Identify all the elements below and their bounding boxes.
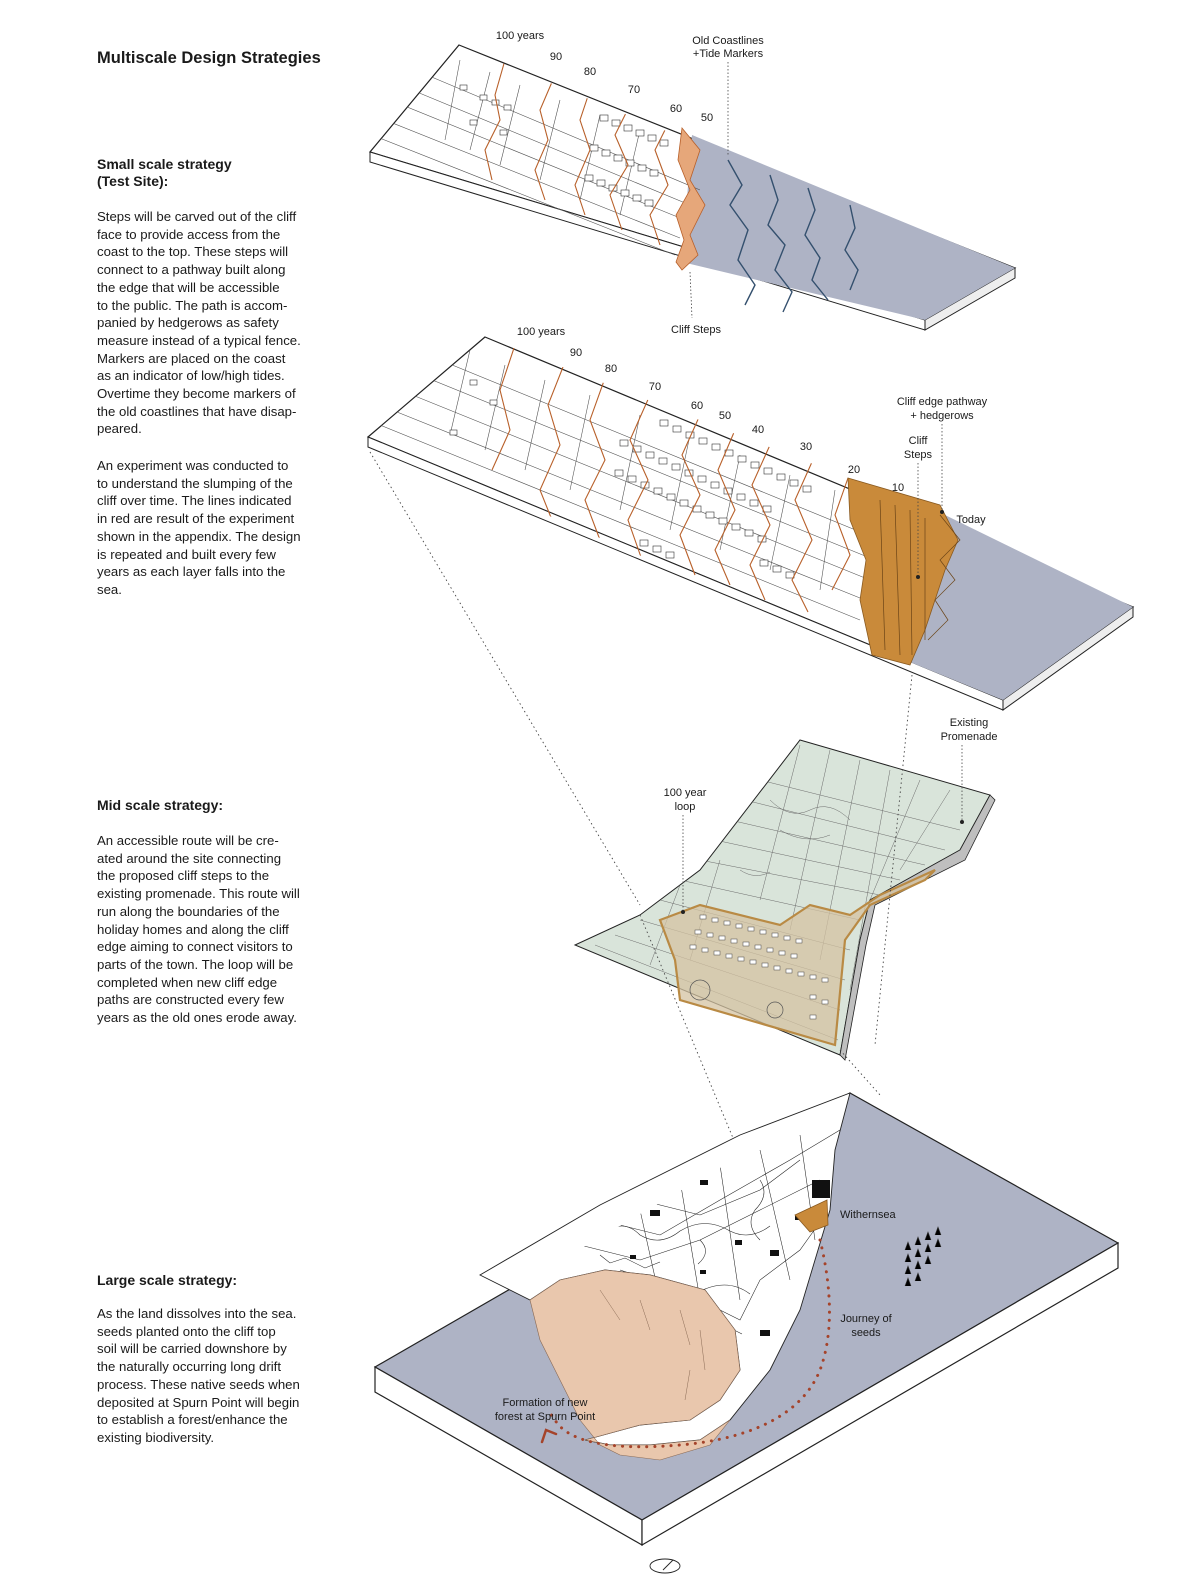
old-coastlines-label: Old Coastlines+Tide Markers [692, 35, 764, 60]
second-year-80: 80 [605, 363, 617, 375]
hundred-year-loop [658, 868, 936, 1047]
small-scale-heading: Small scale strategy (Test Site): [97, 156, 232, 189]
top-year-90: 90 [550, 51, 562, 63]
top-year-100: 100 years [496, 30, 545, 42]
top-year-70: 70 [628, 84, 640, 96]
today-label: Today [956, 514, 986, 526]
second-erosion-lines [491, 344, 851, 613]
top-slab: 100 years 90 80 70 60 50 Old Coastlines+… [368, 30, 1017, 336]
top-year-50: 50 [701, 112, 713, 124]
top-cliff-edge [675, 127, 706, 271]
withernsea-site [794, 1199, 829, 1233]
large-scale-heading: Large scale strategy: [97, 1272, 238, 1288]
large-scale-paragraph: As the land dissolves into the sea. seed… [97, 1306, 300, 1445]
second-slab: 100 years 90 80 70 60 50 40 30 20 10 Cli… [366, 326, 1135, 711]
second-year-100: 100 years [517, 326, 566, 338]
cliff-edge-pathway-label: Cliff edge pathway+ hedgerows [897, 396, 988, 422]
top-year-60: 60 [670, 103, 682, 115]
top-year-80: 80 [584, 66, 596, 78]
small-scale-paragraph-1: Steps will be carved out of the cliff fa… [97, 209, 301, 437]
mid-scale-heading: Mid scale strategy: [97, 797, 224, 813]
tide-marker-grid [904, 1226, 942, 1287]
mid-scale-paragraph: An accessible route will be cre- ated ar… [97, 833, 300, 1026]
withernsea-label: Withernsea [840, 1209, 897, 1221]
second-year-50: 50 [719, 410, 731, 422]
second-year-90: 90 [570, 347, 582, 359]
top-cliff-steps-label: Cliff Steps [671, 324, 721, 336]
second-year-10: 10 [892, 482, 904, 494]
seed-journey-arrowhead [540, 1428, 558, 1444]
second-year-70: 70 [649, 381, 661, 393]
north-arrow-icon [649, 1558, 681, 1574]
second-sea [905, 515, 1133, 700]
scale-connector-lines [369, 451, 913, 1151]
top-erosion-lines [484, 59, 671, 246]
second-year-30: 30 [800, 441, 812, 453]
second-year-20: 20 [848, 464, 860, 476]
page-title: Multiscale Design Strategies [97, 49, 321, 67]
second-year-60: 60 [691, 400, 703, 412]
spurn-point [529, 1269, 741, 1461]
top-sea [682, 135, 1015, 320]
old-coastlines [727, 159, 859, 313]
small-scale-paragraph-2: An experiment was conducted to to unders… [97, 458, 301, 597]
second-year-40: 40 [752, 424, 764, 436]
